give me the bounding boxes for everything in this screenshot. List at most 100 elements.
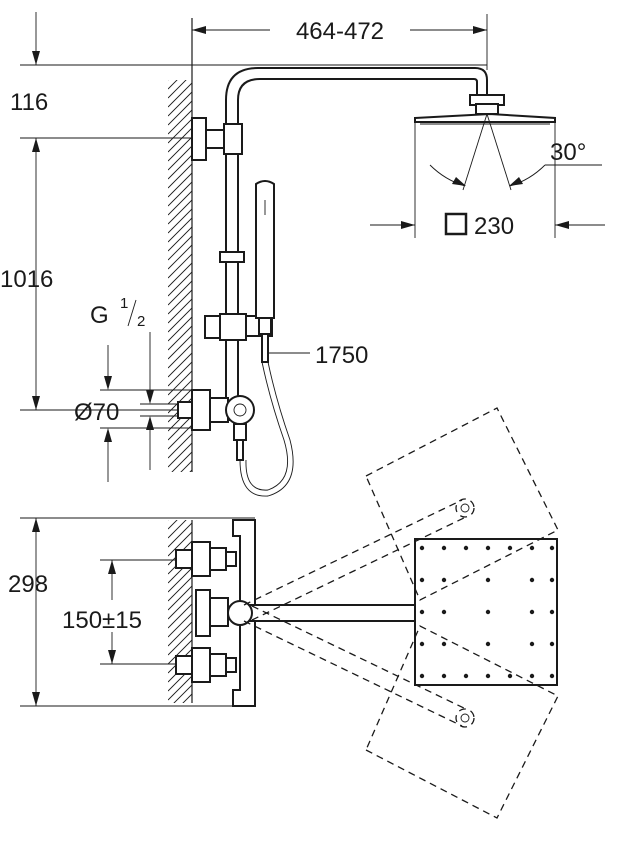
wall-hatch-line (168, 226, 192, 252)
hand-shower: 1750 (239, 180, 368, 497)
depth-label: 298 (8, 571, 48, 598)
height-label: 1016 (0, 266, 53, 293)
wall-hatch-line (182, 693, 192, 703)
wall-hatch-line (168, 433, 192, 459)
nozzle-dot (549, 577, 555, 583)
head-top (414, 538, 558, 686)
wall-hatch-line (168, 217, 192, 243)
top-view: 298 150±15 (8, 407, 559, 819)
wall-hatch-line (168, 80, 178, 90)
nozzle-dot (441, 673, 447, 679)
depth-dimension: 298 (8, 517, 255, 707)
nozzle-dot (463, 545, 469, 551)
mixer-top (175, 519, 256, 707)
wall-hatch-line (168, 325, 192, 351)
wall-hatch-line (168, 603, 192, 629)
diameter-label: Ø70 (74, 399, 119, 426)
wall-hatch-line (168, 424, 192, 450)
nozzle-dot (463, 673, 469, 679)
wall-hatch-line (168, 520, 187, 539)
wall-hatch-line (189, 469, 192, 472)
wall-hatch-line (168, 576, 192, 602)
nozzle-dot (549, 545, 555, 551)
wall-hatch-line (168, 118, 192, 144)
nozzle-dot (419, 577, 425, 583)
nozzle-dot (549, 673, 555, 679)
head-size-label: 230 (474, 213, 514, 240)
wall-hatch-line (173, 684, 192, 703)
wall-hatch-line (168, 91, 192, 117)
wall-hatch-line (168, 531, 192, 557)
nozzle-dot (549, 609, 555, 615)
thread-base-label: G (90, 302, 109, 329)
wall-hatch-line (168, 100, 192, 126)
nozzle-dot (529, 673, 535, 679)
wall-hatch-line (168, 190, 192, 216)
wall-hatch-line (168, 80, 187, 99)
width-range-label: 464-472 (296, 18, 384, 45)
wall-hatch-line (168, 343, 192, 369)
wall-hatch-line (168, 136, 192, 162)
nozzle-dot (485, 609, 491, 615)
height-dimension: 116 1016 (0, 12, 487, 411)
spacing-label: 150±15 (62, 607, 142, 634)
wall-hatch-line (168, 639, 192, 665)
nozzle-dot (485, 673, 491, 679)
head-shower: 30° 230 (370, 112, 605, 240)
width-dimension: 464-472 (192, 14, 488, 70)
wall-hatch-line (168, 370, 192, 396)
wall-hatch-line (168, 585, 192, 611)
wall-upper (168, 18, 193, 472)
wall-hatch-line (168, 280, 192, 306)
thread-den-label: 2 (137, 313, 145, 330)
wall-hatch-line (168, 316, 192, 342)
wall-hatch-line (168, 361, 192, 387)
nozzle-dot (485, 577, 491, 583)
wall-hatch-line (168, 567, 192, 593)
nozzle-dot (507, 673, 513, 679)
nozzle-dot (419, 545, 425, 551)
wall-hatch-line (180, 460, 192, 472)
wall-hatch-line (168, 298, 192, 324)
wall-hatch-line (168, 675, 192, 701)
wall-hatch-line (168, 271, 192, 297)
wall-hatch-line (171, 451, 192, 472)
wall-hatch-line (168, 307, 192, 333)
hose-length-label: 1750 (315, 342, 368, 369)
nozzle-dot (419, 609, 425, 615)
nozzle-dot (419, 673, 425, 679)
wall-hatch-line (168, 352, 192, 378)
spray-angle-label: 30° (550, 139, 586, 166)
side-view: 464-472 116 1016 G 1 2 (0, 12, 605, 497)
wall-hatch-line (168, 181, 192, 207)
nozzle-dot (485, 641, 491, 647)
wall-hatch-line (168, 594, 192, 620)
nozzle-dot (485, 545, 491, 551)
wall-hatch-line (168, 442, 192, 468)
nozzle-dot (529, 609, 535, 615)
thread-num-label: 1 (120, 295, 128, 312)
wall-hatch-line (168, 379, 192, 405)
wall-hatch-line (168, 145, 192, 171)
wall-hatch-line (168, 520, 169, 521)
wall-hatch-line (168, 235, 192, 261)
wall-hatch-line (168, 522, 192, 548)
spacing-dimension: 150±15 (62, 559, 200, 665)
wall-hatch-line (168, 82, 192, 108)
nozzle-dot (441, 545, 447, 551)
top-offset-label: 116 (10, 89, 48, 116)
nozzle-dot (419, 641, 425, 647)
wall-hatch-line (168, 520, 178, 530)
nozzle-dot (507, 545, 513, 551)
shower-riser (177, 67, 505, 461)
wall-hatch-line (168, 244, 192, 270)
nozzle-dot (441, 609, 447, 615)
nozzle-dot (529, 641, 535, 647)
wall-hatch-line (168, 199, 192, 225)
wall-hatch-line (168, 289, 192, 315)
wall-hatch-line (168, 630, 192, 656)
wall-hatch-line (168, 172, 192, 198)
wall-hatch-line (168, 163, 192, 189)
nozzle-dot (529, 577, 535, 583)
